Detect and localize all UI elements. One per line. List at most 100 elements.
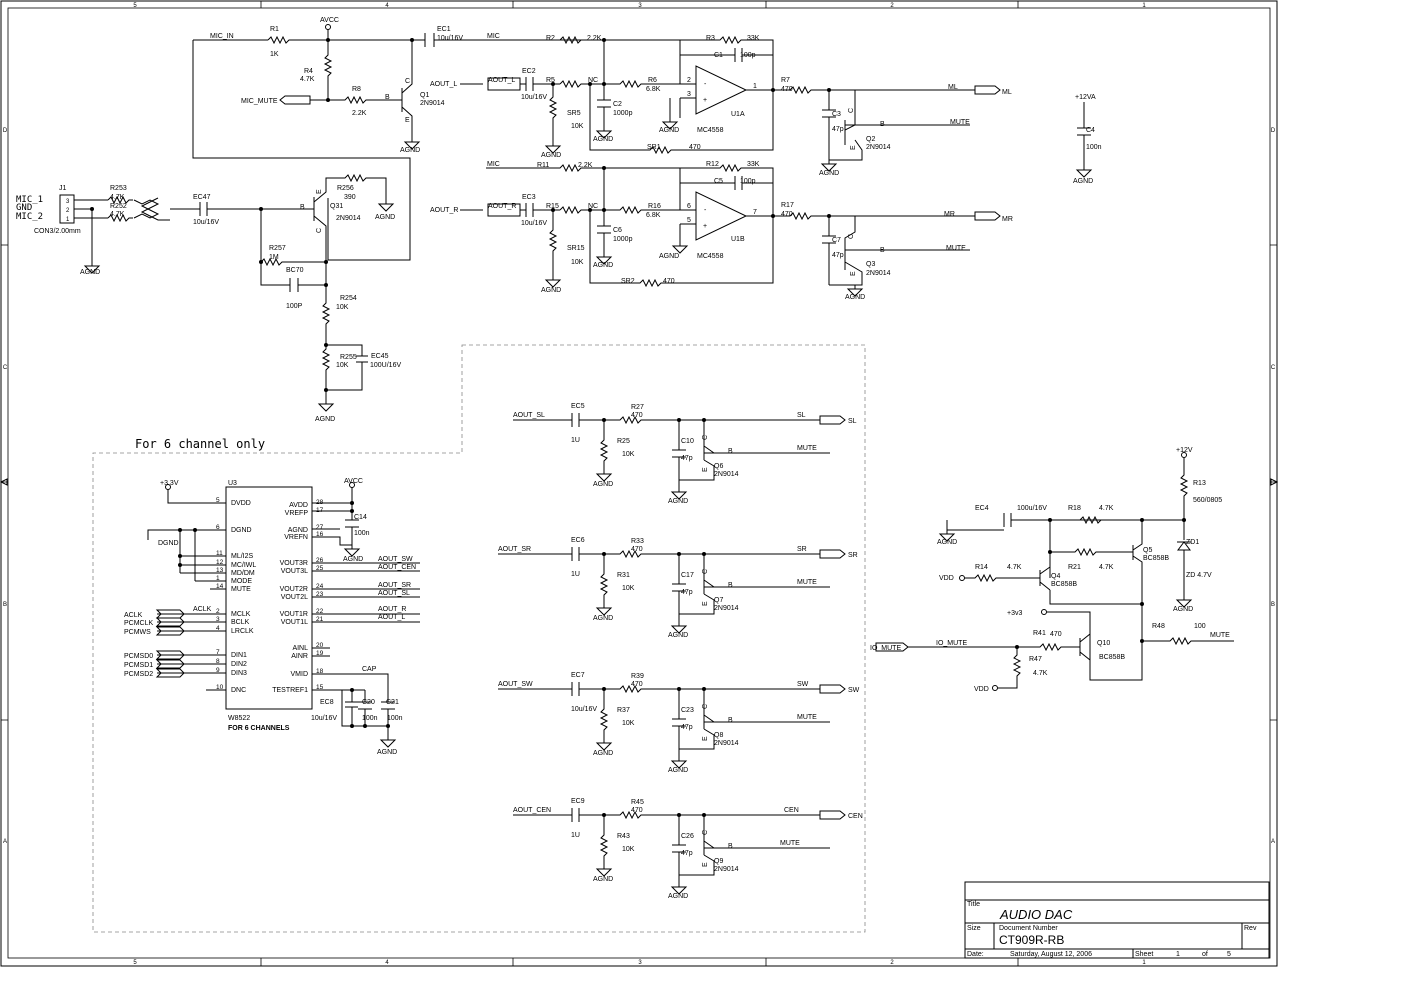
value-label: ZD 4.7V	[1186, 572, 1212, 579]
column-marker: 1	[1142, 3, 1146, 9]
ref-label: R43	[617, 833, 630, 840]
ref-label: R256	[337, 185, 354, 192]
port-label: CEN	[848, 813, 863, 820]
net-label: AOUT_R	[488, 203, 516, 210]
part-label: 2N9014	[714, 740, 739, 747]
value-label: 470	[631, 412, 643, 419]
ref-label: C7	[832, 237, 841, 244]
gnd-label: AGND	[937, 539, 957, 546]
pin-number: 7	[216, 649, 220, 656]
ref-label: Q31	[330, 203, 343, 210]
six-channel-boundary	[92, 344, 866, 933]
pin-label: C	[702, 435, 709, 440]
net-label: MUTE	[797, 445, 817, 452]
value-label: 1U	[571, 832, 580, 839]
document-number-label: Document Number	[999, 925, 1058, 932]
column-marker: 5	[133, 960, 137, 966]
pin-name: MODE	[231, 578, 252, 585]
ref-label: SR5	[567, 110, 581, 117]
pin-number: 26	[316, 557, 324, 564]
ref-label: Q8	[714, 732, 723, 739]
value-label: 470	[781, 211, 793, 218]
value-label: 10K	[336, 362, 349, 369]
column-marker: 2	[890, 960, 894, 966]
row-marker: C	[1271, 365, 1276, 371]
value-label: 4.7K	[110, 211, 125, 218]
pin-name: DVDD	[231, 500, 251, 507]
ref-label: R11	[537, 162, 549, 169]
value-label: 10K	[336, 304, 349, 311]
pin-number: 3	[216, 616, 220, 623]
value-label: 33K	[747, 35, 760, 42]
supply-label: VDD	[974, 686, 989, 693]
part-label: BC858B	[1099, 654, 1125, 661]
net-label: MUTE	[1210, 632, 1230, 639]
gnd-label: AGND	[659, 253, 679, 260]
pin-number: 20	[316, 642, 324, 649]
net-label: ML	[948, 84, 958, 91]
net-label: AOUT_CEN	[513, 807, 551, 814]
ref-label: R252	[110, 203, 127, 210]
port-label: PCMSD2	[124, 671, 153, 678]
ref-label: R12	[706, 161, 719, 168]
gnd-label: AGND	[80, 269, 100, 276]
pin-name: VOUT1L	[281, 619, 308, 626]
ref-label: C21	[386, 699, 399, 706]
ref-label: U1B	[731, 236, 745, 243]
note-label: FOR 6 CHANNELS	[228, 725, 290, 732]
part-label: 2N9014	[866, 144, 891, 151]
gnd-label: AGND	[1073, 178, 1093, 185]
ref-label: U1A	[731, 111, 745, 118]
ref-label: R27	[631, 404, 644, 411]
ref-label: EC47	[193, 194, 211, 201]
net-label: IO_MUTE	[936, 640, 967, 647]
row-marker: B	[1271, 602, 1275, 608]
net-label: MIC	[487, 161, 500, 168]
port-label: SR	[848, 552, 858, 559]
pin-number: 3	[687, 91, 691, 98]
pin-name: VREFP	[285, 510, 309, 517]
ref-label: R41	[1033, 630, 1046, 637]
column-marker: 3	[638, 960, 642, 966]
ref-label: EC6	[571, 537, 585, 544]
value-label: 10u/16V	[521, 94, 547, 101]
pin-number: 25	[316, 565, 324, 572]
supply-label: AVCC	[344, 478, 363, 485]
value-label: 100p	[740, 52, 756, 59]
net-label: AOUT_CEN	[378, 564, 416, 571]
ref-label: C2	[613, 101, 622, 108]
ref-label: R17	[781, 202, 794, 209]
net-label: AOUT_SL	[378, 590, 410, 597]
ref-label: ZD1	[1186, 539, 1199, 546]
ref-label: EC3	[522, 194, 536, 201]
pin-name: AINL	[292, 645, 308, 652]
value-label: 100n	[354, 530, 370, 537]
gnd-label: AGND	[400, 147, 420, 154]
ref-label: EC45	[371, 353, 389, 360]
mute-control-circuit	[875, 452, 1234, 691]
part-label: 2N9014	[336, 215, 361, 222]
value-label: 10u/16V	[571, 706, 597, 713]
pin-name: MCLK	[231, 611, 251, 618]
part-label: 2N9014	[714, 471, 739, 478]
mic-preamp-section	[192, 24, 600, 261]
ref-label: R21	[1068, 564, 1081, 571]
value-label: 100n	[387, 715, 403, 722]
ref-label: R3	[706, 35, 715, 42]
net-label: SR	[797, 546, 807, 553]
ref-label: SR2	[621, 278, 635, 285]
row-marker: C	[3, 365, 8, 371]
connector-label: GND	[16, 203, 32, 213]
pin-number: 10	[216, 684, 224, 691]
value-label: 1000p	[613, 110, 633, 117]
value-label: 100U/16V	[370, 362, 401, 369]
value-label: 47p	[832, 126, 844, 133]
ref-label: SR15	[567, 245, 585, 252]
ref-label: R39	[631, 673, 644, 680]
value-label: 2.2K	[578, 162, 593, 169]
column-marker: 2	[890, 3, 894, 9]
document-number: CT909R-RB	[999, 933, 1064, 947]
value-label: 100n	[1086, 144, 1102, 151]
pin-number: 7	[753, 209, 757, 216]
